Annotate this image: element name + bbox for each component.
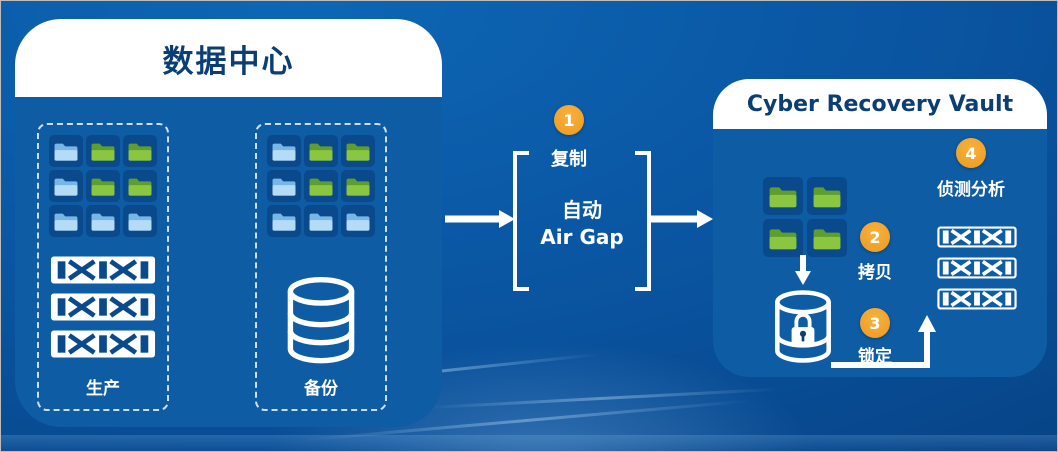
green-folder-icon xyxy=(86,170,120,202)
vault-title: Cyber Recovery Vault xyxy=(713,79,1047,129)
blue-folder-icon xyxy=(123,205,157,237)
vault-folder-grid xyxy=(763,177,847,257)
vault-tape-stack xyxy=(937,225,1017,311)
green-folder-icon xyxy=(763,219,803,257)
blue-folder-icon xyxy=(341,205,375,237)
blue-folder-icon xyxy=(267,135,301,167)
step-4-label: 侦测分析 xyxy=(937,180,1005,200)
blue-folder-icon xyxy=(49,135,83,167)
tape-storage-icon xyxy=(50,255,156,285)
green-folder-icon xyxy=(807,177,847,215)
green-folder-icon xyxy=(123,170,157,202)
step-2-badge: 2 xyxy=(860,222,890,252)
blue-folder-icon xyxy=(304,205,338,237)
production-tape-stack xyxy=(50,255,156,359)
backup-folder-grid xyxy=(267,135,375,237)
step-4-badge: 4 xyxy=(956,138,986,168)
tape-storage-icon xyxy=(937,287,1017,311)
airgap-bracket-left xyxy=(513,151,529,291)
blue-folder-icon xyxy=(86,205,120,237)
tape-storage-icon xyxy=(937,256,1017,280)
airgap-line1: 自动 xyxy=(562,198,602,222)
bottom-light-band xyxy=(1,435,1057,451)
tape-storage-icon xyxy=(50,329,156,359)
vault-panel: Cyber Recovery Vault 2 拷贝 3 锁定 4 侦测分析 xyxy=(713,79,1047,377)
green-folder-icon xyxy=(86,135,120,167)
backup-database-icon xyxy=(279,277,363,367)
production-label: 生产 xyxy=(86,379,120,399)
backup-label: 备份 xyxy=(304,379,338,399)
arrow-datacenter-to-airgap xyxy=(445,210,515,228)
production-group: 生产 xyxy=(37,123,169,411)
backup-group: 备份 xyxy=(255,123,387,411)
green-folder-icon xyxy=(807,219,847,257)
blue-folder-icon xyxy=(49,170,83,202)
green-folder-icon xyxy=(123,135,157,167)
green-folder-icon xyxy=(304,170,338,202)
arrow-airgap-to-vault xyxy=(649,210,713,228)
production-folder-grid xyxy=(49,135,157,237)
tape-storage-icon xyxy=(50,292,156,322)
step-1-badge: 1 xyxy=(554,105,584,135)
blue-folder-icon xyxy=(49,205,83,237)
vault-locked-storage xyxy=(769,285,837,371)
lock-icon xyxy=(791,312,815,346)
blue-folder-icon xyxy=(267,170,301,202)
step-2-label: 拷贝 xyxy=(858,263,892,283)
datacenter-panel: 数据中心 生产 备份 xyxy=(15,19,442,427)
datacenter-title: 数据中心 xyxy=(15,19,442,97)
step-1-label: 复制 xyxy=(551,149,587,170)
blue-folder-icon xyxy=(267,205,301,237)
green-folder-icon xyxy=(304,135,338,167)
green-folder-icon xyxy=(341,135,375,167)
step-3-badge: 3 xyxy=(860,308,890,338)
green-folder-icon xyxy=(763,177,803,215)
airgap-title: 自动 Air Gap xyxy=(513,197,651,251)
arrow-storage-to-tapes xyxy=(831,315,936,368)
arrow-folders-to-storage xyxy=(795,255,811,285)
airgap-line2: Air Gap xyxy=(540,225,624,249)
tape-storage-icon xyxy=(937,225,1017,249)
green-folder-icon xyxy=(341,170,375,202)
